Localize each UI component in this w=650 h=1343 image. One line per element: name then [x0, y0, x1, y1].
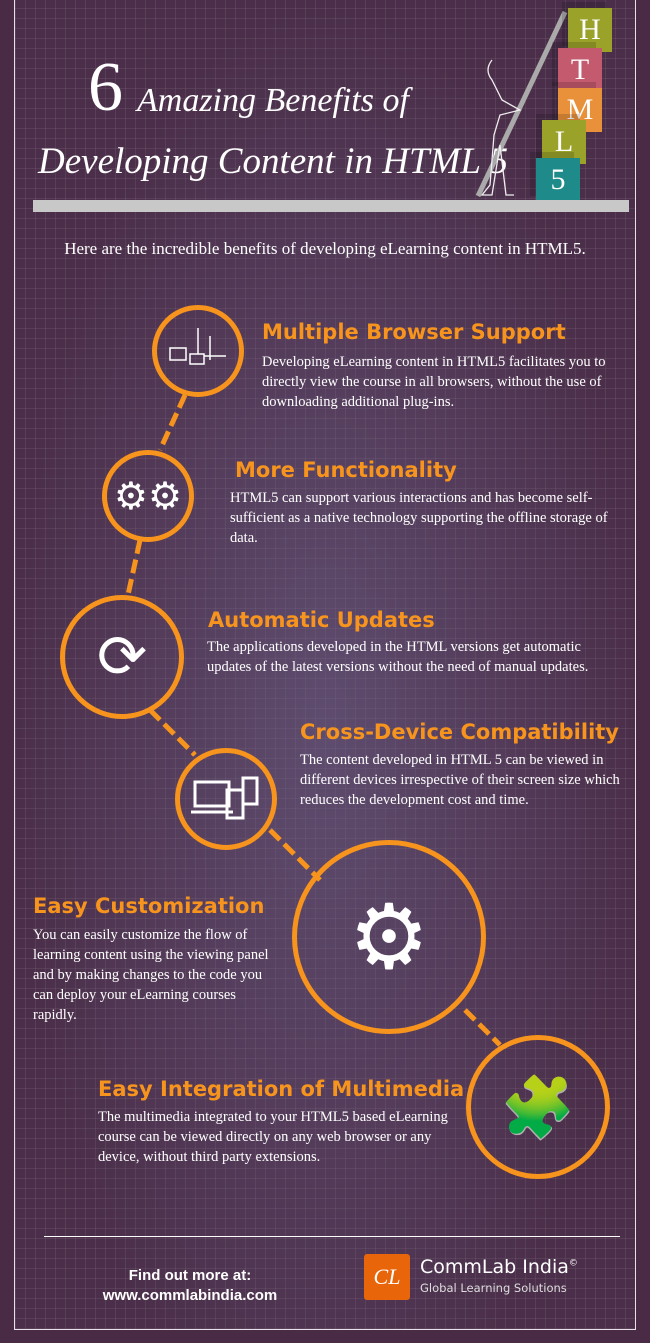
benefit-text-6: The multimedia integrated to your HTML5 …	[98, 1109, 448, 1165]
website-link[interactable]: www.commlabindia.com	[102, 1287, 278, 1304]
brand-name: CommLab India©	[420, 1256, 578, 1278]
benefit-title-3: Automatic Updates	[208, 608, 435, 632]
gears-icon: ⚙⚙	[102, 450, 194, 542]
title-number: 6	[88, 49, 123, 126]
title-line1: Amazing Benefits of	[137, 82, 409, 119]
brand-text: CommLab India	[420, 1256, 569, 1278]
devices-icon	[175, 748, 277, 850]
commlab-logo: CL	[364, 1254, 410, 1300]
puzzle-icon: 🧩	[466, 1035, 610, 1179]
cube-l: L	[542, 120, 586, 164]
intro-text: Here are the incredible benefits of deve…	[64, 239, 586, 258]
refresh-icon: ⟳	[60, 595, 184, 719]
footer-cta: Find out more at: www.commlabindia.com	[90, 1266, 290, 1306]
title-line2: Developing Content in HTML 5	[38, 141, 509, 182]
benefit-title-5: Easy Customization	[33, 894, 265, 918]
benefit-text-4: The content developed in HTML 5 can be v…	[300, 752, 620, 808]
benefit-text-2: HTML5 can support various interactions a…	[230, 490, 608, 546]
benefit-title-4: Cross-Device Compatibility	[300, 720, 619, 744]
cube-h: H	[568, 8, 612, 52]
ladder-figure-illustration	[475, 10, 568, 198]
browser-network-icon	[152, 305, 244, 397]
cube-5: 5	[536, 158, 580, 202]
benefit-text-3: The applications developed in the HTML v…	[207, 639, 589, 675]
brand-tagline: Global Learning Solutions	[420, 1281, 567, 1295]
footer-divider	[44, 1236, 620, 1237]
copyright-mark: ©	[568, 1258, 578, 1269]
infographic-background	[14, 0, 636, 1330]
benefit-text-5: You can easily customize the flow of lea…	[33, 927, 269, 1023]
find-out-label: Find out more at:	[128, 1267, 252, 1284]
header-divider	[33, 200, 629, 212]
benefit-title-1: Multiple Browser Support	[262, 320, 566, 344]
benefit-title-6: Easy Integration of Multimedia	[98, 1077, 465, 1101]
benefit-text-1: Developing eLearning content in HTML5 fa…	[262, 354, 606, 410]
benefit-title-2: More Functionality	[235, 458, 457, 482]
cube-t: T	[558, 48, 602, 92]
wrench-gear-icon: ⚙	[292, 840, 486, 1034]
